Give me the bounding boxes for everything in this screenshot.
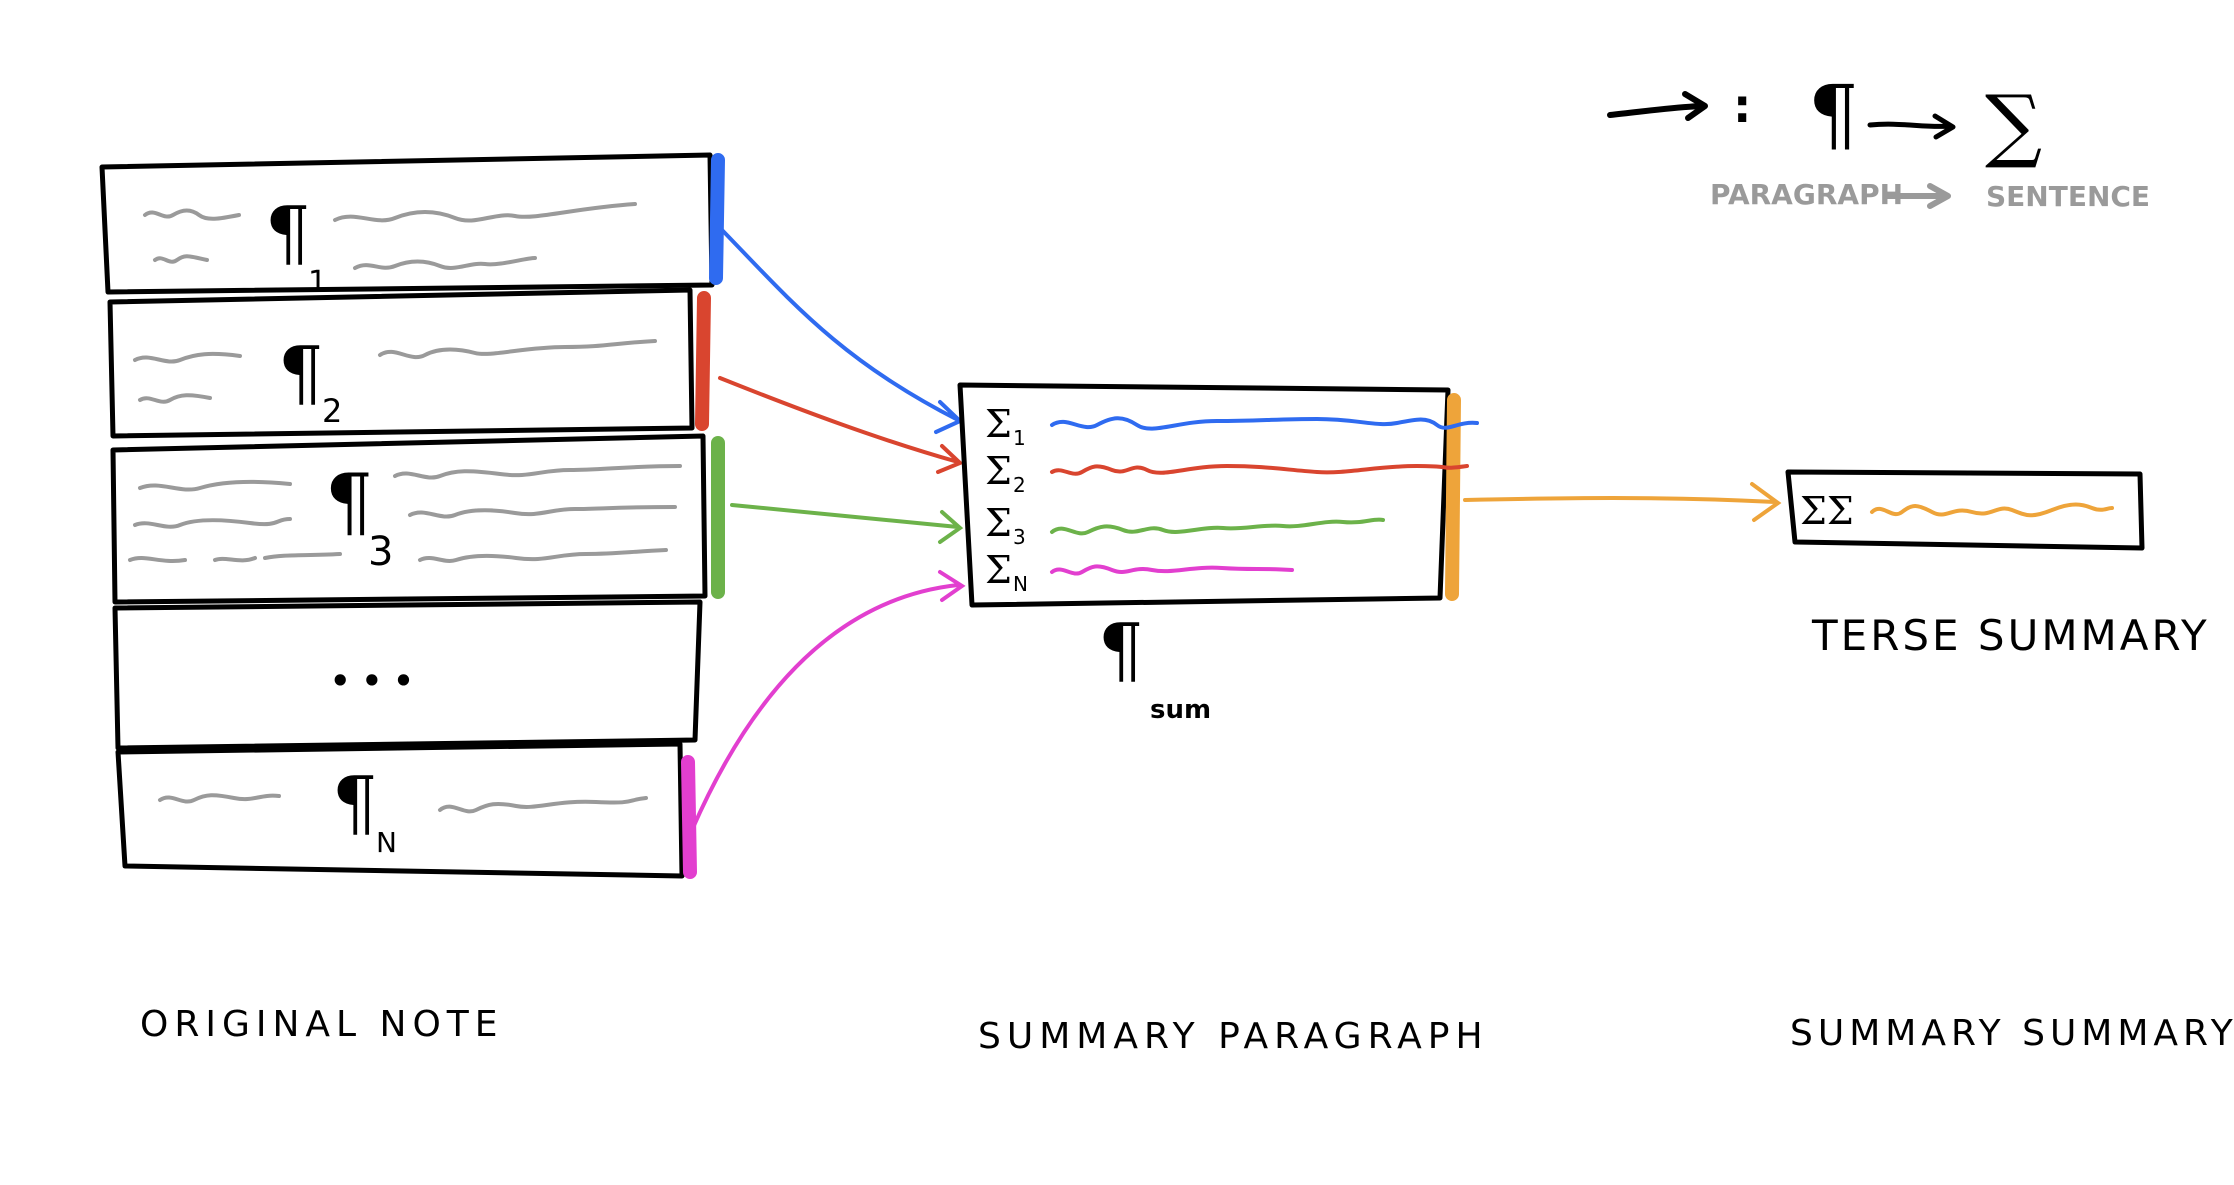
paragraph-3-subscript: 3 [368, 529, 393, 575]
terse-summary-line [1870, 502, 2114, 518]
arrow-summary-to-terse [1463, 482, 1782, 522]
paragraph-box-1: ¶ 1 [99, 152, 715, 300]
legend-sentence-label: SENTENCE [1986, 180, 2150, 213]
ellipsis-box: • • • [112, 599, 703, 751]
legend-paragraph-symbol: ¶ [1808, 68, 1859, 161]
paragraph-1-subscript: 1 [308, 265, 327, 300]
sentence-2-subscript: 2 [1013, 473, 1026, 497]
arrow-pn-to-sn [690, 570, 966, 832]
arrow-p2-to-s2 [718, 376, 964, 474]
sentence-1-subscript: 1 [1013, 426, 1026, 450]
legend-para-to-sigma-arrow [1867, 113, 1956, 140]
arrow-p1-to-s1 [720, 228, 964, 434]
paragraph-n-symbol: ¶ [332, 761, 378, 845]
paragraph-2-red-bar [695, 291, 711, 431]
legend-gray-arrow [1884, 183, 1951, 209]
sentence-2-symbol: Σ [985, 449, 1012, 493]
paragraph-3-symbol: ¶ [325, 457, 373, 546]
sentence-3-symbol: Σ [985, 501, 1012, 545]
legend: : ¶ ∑ PARAGRAPH SENTENCE [1607, 68, 2150, 213]
legend-black-arrowhead [1682, 91, 1708, 121]
summary-paragraph-label: SUMMARY PARAGRAPH [978, 1016, 1489, 1057]
sentence-n-line [1050, 564, 1294, 576]
summary-paragraph-symbol: ¶ [1098, 608, 1144, 692]
original-note: ¶ 1 ¶ 2 ¶ 3 • • • [99, 152, 725, 1045]
arrow-p3-to-s3 [730, 503, 964, 544]
sentence-3-line [1050, 517, 1385, 536]
paragraph-n-magenta-bar [681, 755, 697, 879]
paragraph-box-n: ¶ N [115, 741, 685, 879]
paragraph-box-3: ¶ 3 [110, 433, 708, 605]
summary-summary-label: SUMMARY SUMMARY [1790, 1013, 2234, 1054]
summary-paragraph-box [957, 382, 1451, 608]
summary-paragraph-subscript: sum [1150, 695, 1211, 725]
paragraph-box-2: ¶ 2 [107, 287, 695, 439]
paragraph-n-subscript: N [376, 826, 397, 859]
paragraph-2-symbol: ¶ [278, 331, 324, 415]
summary-paragraph-orange-bar [1445, 393, 1461, 601]
sentence-1-line [1050, 416, 1479, 431]
paragraph-to-sentence-arrows [690, 228, 966, 832]
terse-summary-symbol: ΣΣ [1800, 489, 1854, 533]
legend-colon: : [1733, 79, 1751, 133]
legend-paragraph-label: PARAGRAPH [1710, 178, 1903, 211]
original-note-label: ORIGINAL NOTE [140, 1004, 504, 1045]
sentence-2-line [1050, 463, 1469, 476]
summary-summary: ΣΣ TERSE SUMMARY SUMMARY SUMMARY [1785, 469, 2234, 1054]
sentence-n-subscript: N [1013, 572, 1028, 596]
paragraph-2-subscript: 2 [322, 392, 342, 430]
legend-sigma-symbol: ∑ [1985, 78, 2042, 171]
paragraph-1-symbol: ¶ [265, 191, 311, 275]
sentence-n-symbol: Σ [985, 548, 1012, 592]
ellipsis-dots: • • • [330, 662, 414, 700]
legend-black-arrow [1607, 103, 1703, 118]
terse-summary-caption: TERSE SUMMARY [1811, 611, 2210, 660]
sentence-3-subscript: 3 [1013, 525, 1026, 549]
summary-paragraph: Σ 1 Σ 2 Σ 3 Σ N ¶ sum SUMMARY PARAGRAPH [957, 382, 1489, 1057]
sentence-1-symbol: Σ [985, 402, 1012, 446]
paragraph-1-blue-bar [709, 153, 725, 285]
